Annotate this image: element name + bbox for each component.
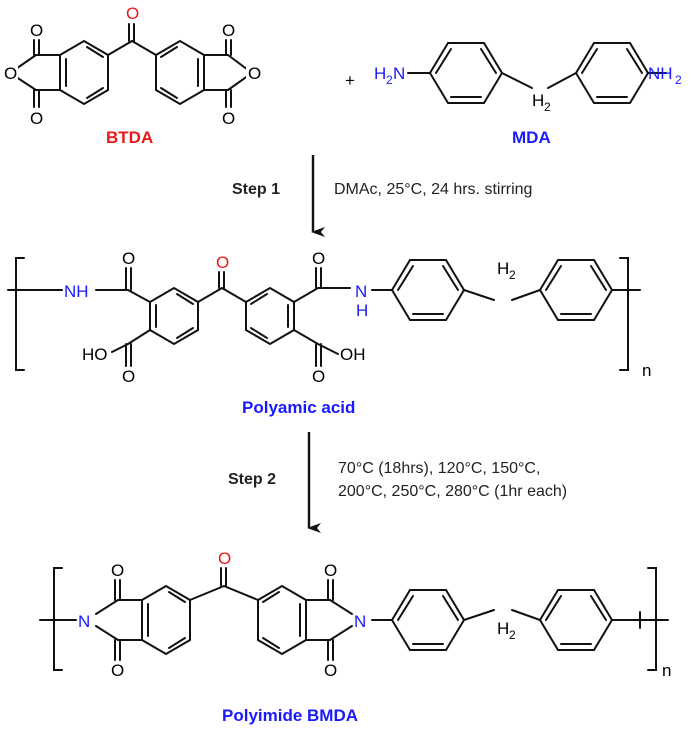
btda-oxygen: O	[248, 64, 261, 83]
polyamic-acid-label: Polyamic acid	[242, 398, 355, 417]
polyamic-hydroxyl-right: OH	[340, 345, 366, 364]
polyamic-acid-oxygen: O	[312, 367, 325, 386]
btda-ketone-oxygen: O	[126, 4, 139, 23]
mda-amine-left-n: N	[393, 64, 405, 83]
step1-label: Step 1	[232, 181, 280, 198]
polyimide-oxygen: O	[324, 561, 337, 580]
mda-amine-right: NH	[648, 64, 673, 83]
step2-label: Step 2	[228, 471, 276, 488]
polyimide-oxygen: O	[324, 661, 337, 680]
polyimide-structure: N N O O O O O H 2 n	[39, 549, 671, 680]
polyamic-ketone-oxygen: O	[216, 253, 229, 272]
mda-structure: H 2 N H 2 NH 2	[374, 42, 682, 114]
polyimide-bridge-sub: 2	[509, 628, 516, 642]
polyimide-n-right: N	[354, 612, 366, 631]
step2-conditions-line1: 70°C (18hrs), 120°C, 150°C,	[338, 460, 540, 477]
step1-conditions: DMAc, 25°C, 24 hrs. stirring	[334, 181, 532, 198]
polyimide-bridge-h: H	[497, 619, 509, 638]
polyamic-bridge-h: H	[497, 259, 509, 278]
polyamic-nh-left: NH	[64, 282, 89, 301]
btda-oxygen: O	[222, 21, 235, 40]
btda-oxygen: O	[4, 64, 17, 83]
polyimide-repeat-n: n	[662, 661, 671, 680]
step2-conditions-line2: 200°C, 250°C, 280°C (1hr each)	[338, 483, 567, 500]
polyamic-acid-oxygen: O	[122, 367, 135, 386]
mda-bridge-h: H	[532, 91, 544, 110]
btda-structure: O O O O O O O	[2, 4, 262, 128]
polyamic-bridge-sub: 2	[509, 268, 516, 282]
mda-amine-left-h: H	[374, 64, 386, 83]
polyimide-oxygen: O	[111, 561, 124, 580]
polyamic-amide-oxygen: O	[312, 249, 325, 268]
btda-oxygen: O	[222, 109, 235, 128]
polyamic-h-right: H	[356, 301, 368, 320]
polyamic-repeat-n: n	[642, 361, 651, 380]
btda-oxygen: O	[30, 21, 43, 40]
btda-label: BTDA	[106, 128, 153, 147]
polyamic-acid-structure: NH O O O N H HO OH O O H 2 n	[7, 249, 651, 386]
polyimide-n-left: N	[78, 612, 90, 631]
polyimide-oxygen: O	[111, 661, 124, 680]
plus-sign: +	[345, 71, 355, 90]
btda-oxygen: O	[30, 109, 43, 128]
polyimide-ketone-oxygen: O	[218, 549, 231, 568]
mda-label: MDA	[512, 128, 551, 147]
polyimide-label: Polyimide BMDA	[222, 706, 358, 725]
polyamic-amide-oxygen: O	[122, 249, 135, 268]
polyamic-hydroxyl-left: HO	[82, 345, 108, 364]
polyamic-n-right: N	[355, 282, 367, 301]
mda-amine-left-sub: 2	[386, 73, 393, 87]
mda-amine-right-sub: 2	[675, 73, 682, 87]
mda-bridge-sub: 2	[544, 100, 551, 114]
